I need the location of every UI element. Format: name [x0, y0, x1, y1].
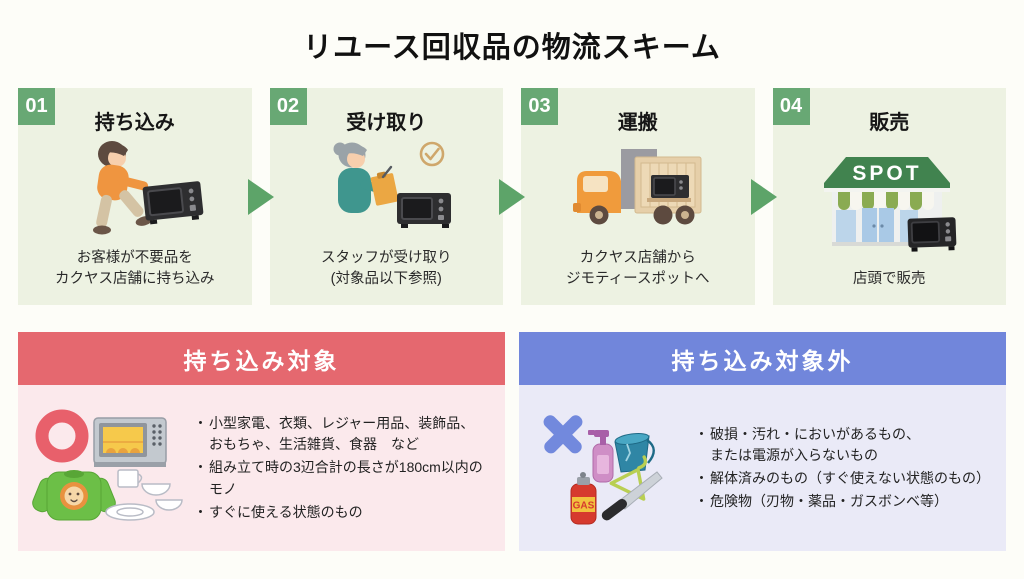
step-card-bring-in: 01 持ち込み	[18, 88, 252, 305]
step-card-transport: 03 運搬	[521, 88, 755, 305]
spot-storefront-illustration: SPOT	[773, 135, 1007, 269]
not-accepted-panel-header: 持ち込み対象外	[519, 332, 1006, 385]
steps-row: 01 持ち込み	[18, 88, 1006, 305]
step-card-receive: 02 受け取り	[269, 88, 504, 305]
checkmark-icon	[419, 141, 445, 167]
store-awning	[838, 192, 935, 211]
circle-mark-icon	[35, 409, 88, 463]
gas-can-icon: GAS	[570, 472, 596, 525]
store-sign-text: SPOT	[853, 162, 922, 185]
bullet-dot: ・	[694, 492, 709, 509]
step-title: 持ち込み	[94, 112, 175, 134]
customer-carrying-microwave-illustration	[18, 135, 252, 248]
bullet-dot: ・	[193, 459, 208, 476]
not-accepted-panel: 持ち込み対象外	[519, 332, 1006, 551]
toaster-oven-icon	[92, 417, 167, 467]
cross-mark-icon	[543, 415, 582, 454]
list-item: ・破損・汚れ・においがあるもの、 または電源が入らないもの	[694, 425, 921, 464]
accepted-panel: 持ち込み対象	[18, 332, 505, 551]
bullet-dot: ・	[694, 425, 709, 442]
delivery-truck-illustration	[521, 135, 755, 248]
page-title: リユース回収品の物流スキーム	[303, 32, 721, 64]
list-item: ・解体済みのもの（すぐ使えない状態のもの）	[693, 468, 991, 490]
list-item: ・すぐに使える状態のもの	[192, 502, 493, 524]
dishes-icon	[104, 469, 183, 521]
step-number-badge: 04	[772, 88, 810, 125]
step-card-sell: 04 販売 SPOT	[772, 88, 1007, 305]
step-title: 販売	[869, 112, 910, 134]
microwave	[907, 217, 957, 252]
step-title: 運搬	[617, 112, 658, 134]
arrow-right-icon	[244, 88, 278, 305]
step-title: 受け取り	[346, 112, 427, 134]
bullet-dot: ・	[193, 414, 208, 431]
sweater-icon	[31, 470, 116, 521]
pump-bottle-icon	[587, 430, 613, 483]
step-number-badge: 02	[269, 88, 307, 125]
arrow-right-icon	[747, 88, 781, 305]
list-item: ・危険物（刃物・薬品・ガスボンベ等）	[693, 491, 990, 513]
not-accepted-items-illustration: GAS	[529, 404, 687, 532]
accepted-items-illustration	[28, 404, 186, 532]
list-item: ・小型家電、衣類、レジャー用品、装飾品、 おもちゃ、生活雑貨、食器 など	[193, 414, 475, 453]
rules-panels: 持ち込み対象	[18, 332, 1006, 551]
step-description: スタッフが受け取り (対象品以下参照)	[321, 249, 452, 288]
step-number-badge: 01	[18, 88, 55, 125]
gas-can-label: GAS	[572, 501, 594, 512]
accepted-panel-header: 持ち込み対象	[18, 332, 505, 385]
bucket-icon	[613, 433, 655, 473]
step-description: カクヤス店舗から ジモティースポットへ	[566, 249, 710, 288]
accepted-items-list: ・小型家電、衣類、レジャー用品、装飾品、 おもちゃ、生活雑貨、食器 など ・組み…	[186, 412, 497, 524]
knife-icon	[601, 471, 663, 521]
step-description: お客様が不要品を カクヤス店舗に持ち込み	[55, 249, 215, 288]
arrow-right-icon	[495, 88, 529, 305]
not-accepted-items-list: ・破損・汚れ・においがあるもの、 または電源が入らないもの ・解体済みのもの（す…	[687, 423, 994, 514]
bullet-dot: ・	[193, 503, 208, 520]
list-item: ・組み立て時の3辺合計の長さが180cm以内のモノ	[193, 459, 483, 497]
step-number-badge: 03	[521, 88, 558, 125]
step-description: 店頭で販売	[853, 271, 926, 288]
staff-receiving-illustration	[270, 135, 504, 248]
bullet-dot: ・	[694, 470, 709, 486]
